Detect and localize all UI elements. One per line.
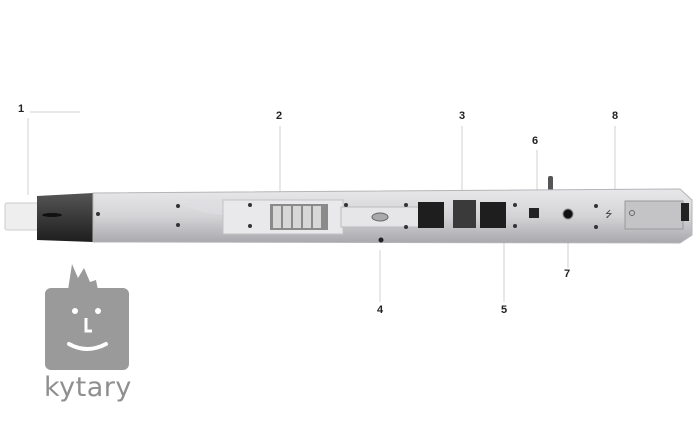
power-icon	[629, 210, 635, 216]
button-3[interactable]	[453, 200, 476, 228]
mouthpiece	[4, 202, 40, 231]
callout-5: 5	[501, 304, 508, 316]
mouthpiece-collar	[37, 193, 93, 242]
logo-text: kytary	[44, 372, 132, 403]
button-5a[interactable]	[418, 202, 444, 228]
usb-icon: ⭍	[605, 209, 613, 219]
headphone-jack[interactable]	[562, 208, 574, 220]
callout-2: 2	[276, 110, 283, 122]
callout-3: 3	[459, 110, 466, 122]
button-5b[interactable]	[480, 202, 506, 228]
callout-6: 6	[532, 135, 539, 147]
keys	[270, 204, 328, 230]
callout-7: 7	[564, 268, 571, 280]
kytary-logo	[45, 264, 129, 370]
callout-1: 1	[18, 103, 25, 115]
callout-4: 4	[377, 304, 384, 316]
usb-b-port[interactable]	[529, 208, 539, 218]
callout-8: 8	[612, 110, 619, 122]
octave-key[interactable]	[371, 212, 389, 222]
